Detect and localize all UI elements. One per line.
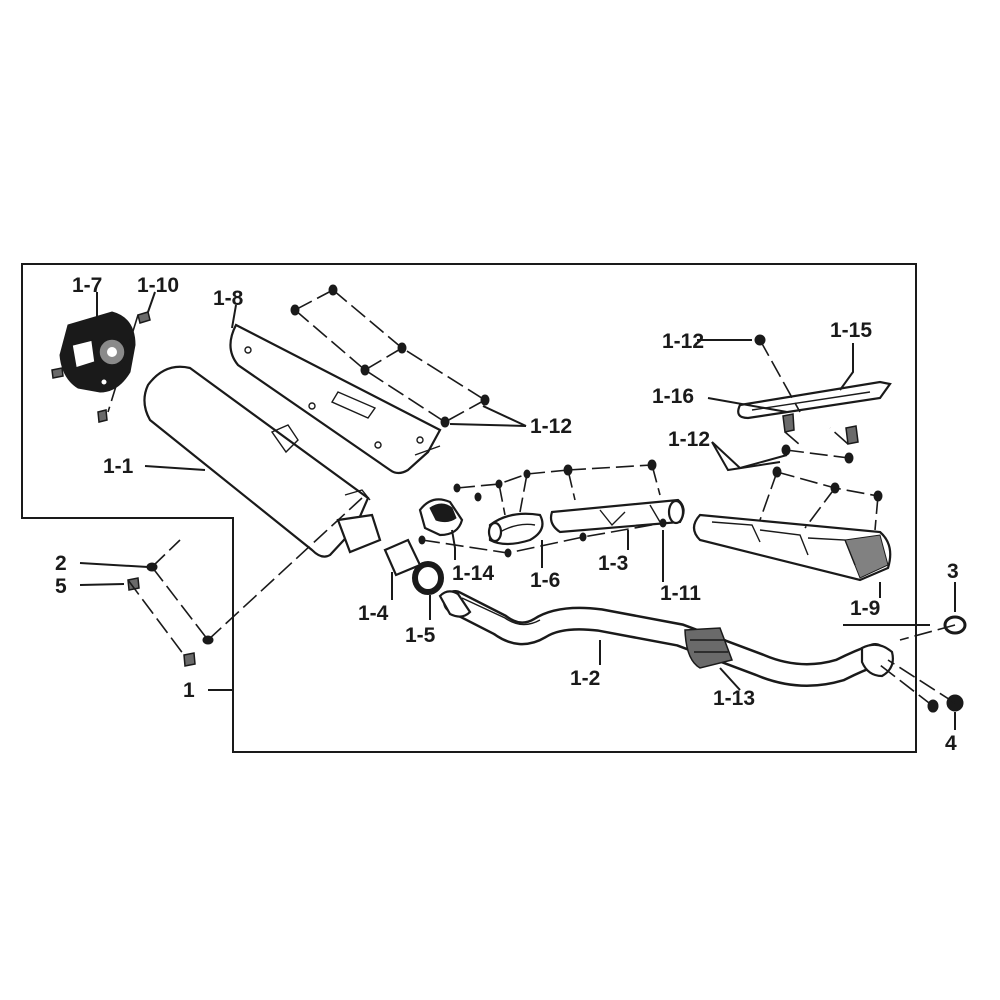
label-1-11: 1-11 xyxy=(660,582,701,605)
label-1-4: 1-4 xyxy=(358,602,389,625)
bracket-1-15 xyxy=(737,380,892,420)
label-1-14: 1-14 xyxy=(452,562,494,585)
end-cap-1-7 xyxy=(59,311,136,393)
heat-shield-1-8 xyxy=(229,323,442,475)
part-labels: 1-7 1-10 1-8 1-12 1-12 1-15 1-16 1-12 1-… xyxy=(55,274,959,755)
label-1-12-right: 1-12 xyxy=(668,428,710,451)
muffler-1-1 xyxy=(143,365,382,558)
assembly-lines xyxy=(107,289,956,707)
label-1-5: 1-5 xyxy=(405,624,436,647)
label-1-12-top: 1-12 xyxy=(662,330,704,353)
label-1-16: 1-16 xyxy=(652,385,694,408)
label-1-12-middle: 1-12 xyxy=(530,415,572,438)
label-1-7: 1-7 xyxy=(72,274,102,297)
label-1-6: 1-6 xyxy=(530,569,560,592)
leader-lines xyxy=(79,291,956,730)
label-2: 2 xyxy=(55,552,67,575)
pipe-clamp-1-13 xyxy=(684,627,733,669)
bolt-lower xyxy=(183,652,196,667)
sleeve-1-14 xyxy=(418,498,464,537)
label-1-1: 1-1 xyxy=(103,455,134,478)
label-1-15: 1-15 xyxy=(830,319,872,342)
heat-shield-1-9 xyxy=(692,513,892,582)
clamp-1-6 xyxy=(487,512,544,546)
label-4: 4 xyxy=(945,732,957,755)
label-1-2: 1-2 xyxy=(570,667,600,690)
heat-shield-1-3 xyxy=(549,498,685,534)
gasket-1-5 xyxy=(412,561,444,595)
stud-1-16b xyxy=(845,425,859,445)
label-1: 1 xyxy=(183,679,195,702)
label-3: 3 xyxy=(947,560,959,583)
bolt-1-10 xyxy=(137,311,151,324)
label-1-3: 1-3 xyxy=(598,552,628,575)
assembly-frame xyxy=(21,263,917,753)
cap-bolt-bottom xyxy=(97,409,108,423)
label-1-10: 1-10 xyxy=(137,274,179,297)
label-1-9: 1-9 xyxy=(850,597,880,620)
stud-1-16a xyxy=(782,413,795,433)
label-1-13: 1-13 xyxy=(713,687,755,710)
label-1-8: 1-8 xyxy=(213,287,244,310)
label-5: 5 xyxy=(55,575,67,598)
bolt-5 xyxy=(127,577,140,591)
cap-bolt-left xyxy=(51,367,64,379)
